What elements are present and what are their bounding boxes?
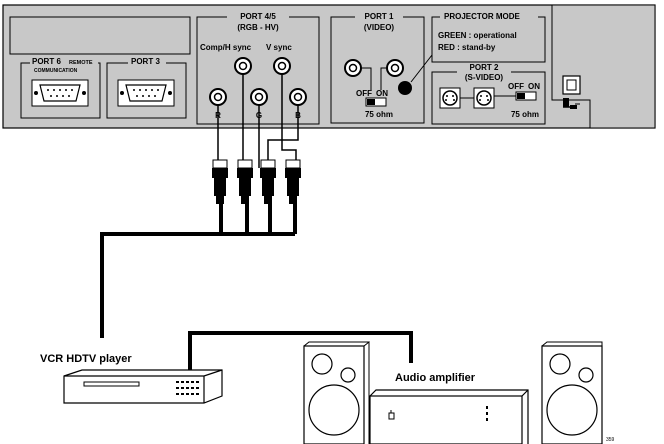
port2-termination-switch[interactable] [515, 91, 537, 101]
port1-switch-on-label: ON [376, 89, 388, 98]
port2-switch-on-label: ON [528, 82, 540, 91]
port3-group: PORT 3 [106, 56, 187, 119]
audio-cable [188, 331, 413, 370]
bnc-video-in[interactable] [344, 59, 362, 77]
bnc-plug-4 [285, 159, 301, 204]
port3-title: PORT 3 [131, 57, 160, 66]
port2-switch-off-label: OFF [508, 82, 524, 91]
port6-serial-connector[interactable] [31, 79, 89, 107]
port1-group: PORT 1 (VIDEO) OFF ON 75 ohm [330, 10, 425, 124]
port1-subtitle: (VIDEO) [364, 23, 395, 32]
figure-number: 359 [606, 437, 615, 443]
vcr-label: VCR HDTV player [40, 353, 132, 365]
bnc-plug-3 [260, 159, 276, 204]
svideo-out-connector[interactable] [473, 87, 495, 109]
port2-title: PORT 2 [470, 63, 499, 72]
projector-mode-title: PROJECTOR MODE [444, 12, 521, 21]
port6-title: PORT 6 [32, 57, 61, 66]
bnc-plug-2 [237, 159, 253, 204]
ground-symbol-icon [563, 98, 580, 109]
bnc-g[interactable] [250, 88, 268, 106]
port2-group: PORT 2 (S-VIDEO) OFF ON 75 ohm [431, 63, 546, 125]
projector-mode-green: GREEN : operational [438, 31, 517, 40]
audio-amplifier [369, 389, 529, 444]
label-comp-h-sync: Comp/H sync [200, 43, 252, 52]
port45-subtitle: (RGB - HV) [237, 23, 279, 32]
port6-subtitle: COMMUNICATION [34, 68, 78, 74]
bnc-comp-h-sync[interactable] [234, 57, 252, 75]
headphone-jack-icon [388, 410, 395, 420]
bnc-plug-1 [212, 159, 228, 204]
port1-switch-off-label: OFF [356, 89, 372, 98]
port6-group: PORT 6 REMOTE COMMUNICATION [20, 56, 101, 119]
svideo-in-connector[interactable] [439, 87, 461, 109]
amplifier-label: Audio amplifier [395, 372, 476, 384]
port1-termination-switch[interactable] [365, 97, 387, 107]
port6-title-suffix: REMOTE [69, 60, 93, 66]
bnc-v-sync[interactable] [273, 57, 291, 75]
projector-rear-panel [2, 4, 656, 129]
port3-serial-connector[interactable] [117, 79, 175, 107]
projector-mode-red: RED : stand-by [438, 43, 496, 52]
power-inlet[interactable] [562, 75, 581, 95]
port45-title: PORT 4/5 [240, 12, 276, 21]
vcr-hdtv-player [63, 369, 223, 404]
speaker-left [303, 340, 370, 444]
rgb-hv-cable-bundle [100, 74, 299, 338]
port2-subtitle: (S-VIDEO) [465, 73, 504, 82]
bnc-b[interactable] [289, 88, 307, 106]
label-v-sync: V sync [266, 43, 292, 52]
port2-impedance: 75 ohm [511, 110, 539, 119]
bnc-r[interactable] [209, 88, 227, 106]
projector-mode-group: PROJECTOR MODE GREEN : operational RED :… [410, 10, 546, 83]
port1-impedance: 75 ohm [365, 110, 393, 119]
bnc-video-out[interactable] [386, 59, 404, 77]
speaker-right [541, 341, 603, 444]
port1-title: PORT 1 [365, 12, 394, 21]
projector-mode-led [398, 81, 412, 95]
